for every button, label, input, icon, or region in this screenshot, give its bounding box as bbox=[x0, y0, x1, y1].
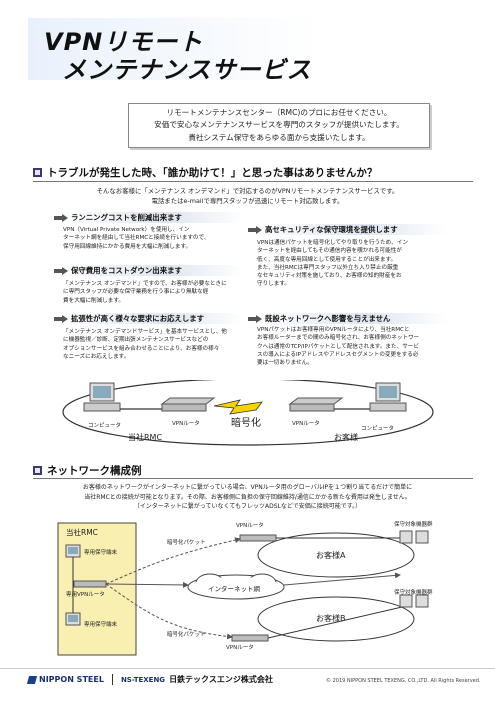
section2-lead: お客様のネットワークがインターネットに繋がっている場合、VPNルータ用のグローバ… bbox=[0, 483, 495, 512]
arrow-icon bbox=[54, 266, 68, 275]
lead-line: そんなお客様に「メンテナンス オンデマンド」で対応するのがVPNリモートメンテナ… bbox=[96, 187, 399, 195]
arrow-icon bbox=[54, 314, 68, 323]
equipment-a-label: 保守対象機器群 bbox=[394, 522, 433, 528]
section-divider bbox=[33, 478, 473, 479]
equipment-b-icon bbox=[399, 594, 429, 608]
packet-bottom-label: 暗号化パケット bbox=[167, 632, 206, 638]
computer-left-icon bbox=[83, 382, 121, 412]
encryption-label: 暗号化 bbox=[231, 418, 261, 429]
customer-a-label: お客様A bbox=[316, 551, 346, 560]
page-title-line2: メンテナンスサービス bbox=[62, 56, 312, 84]
router-b-icon bbox=[231, 634, 269, 642]
lead-line: 当社RMCとの接続が可能となります。その際、お客様側に負担の保守回線維持/通信に… bbox=[84, 493, 411, 501]
section-heading-text: トラブルが発生した時、「誰か助けて！」と思った事はありませんか？ bbox=[47, 167, 378, 179]
section-marker-icon bbox=[33, 168, 42, 177]
card-title-security: 高セキュリティな保守環境を提供します bbox=[248, 224, 448, 235]
vpn-router-rmc-label: 専用VPNルータ bbox=[66, 592, 105, 598]
section-heading-network: ネットワーク構成例 bbox=[33, 463, 142, 478]
computer-right-icon bbox=[369, 382, 407, 412]
title-background bbox=[28, 18, 318, 80]
card-body-extensibility: 「メンテナンス オンデマンドサービス」を基本サービスとし、他 に機器監視／診断、… bbox=[63, 329, 227, 360]
section-marker-icon bbox=[33, 466, 42, 475]
internet-label: インターネット網 bbox=[208, 585, 260, 593]
router-left-icon bbox=[160, 397, 216, 412]
terminal2-icon bbox=[65, 612, 81, 626]
lead-line: （インターネットに繋がっていなくてもフレッツADSLなどで安価に接続可能です。） bbox=[133, 503, 362, 510]
card-title-extensibility: 拡張性が高く様々な要求にお応えします bbox=[54, 313, 244, 324]
vpn-router-rmc-icon bbox=[73, 580, 107, 588]
card-title-existing-network: 既設ネットワークへ影響を与えません bbox=[248, 313, 448, 324]
terminal1-label: 専用保守端末 bbox=[84, 550, 118, 556]
computer-left-label: コンピュータ bbox=[88, 423, 122, 429]
lead-line: 電話またはe-mailで専門スタッフが迅速にリモート対応致します。 bbox=[151, 197, 344, 205]
logo-separator bbox=[111, 674, 113, 685]
intro-line: 安価で安心なメンテナンスサービスを専門のスタッフが提供いたします。 bbox=[154, 120, 404, 130]
terminal1-icon bbox=[65, 544, 81, 558]
internet-cloud-icon bbox=[187, 573, 285, 600]
site-left-label: 当社RMC bbox=[128, 433, 163, 442]
intro-line: 貴社システム保守をあらゆる面から支援いたします。 bbox=[188, 132, 370, 142]
network-ellipse bbox=[62, 380, 434, 446]
company-name: 日鉄テックスエンジ株式会社 bbox=[169, 675, 273, 684]
nippon-steel-mark-icon bbox=[26, 675, 38, 684]
intro-line: リモートメンテナンスセンター（RMC)のプロにお任せください。 bbox=[166, 108, 392, 117]
card-body-cost-down: 「メンテナンス オンデマンド」ですので、お客様が必要なときに に専門スタッフが必… bbox=[63, 281, 227, 304]
rmc-box bbox=[57, 522, 137, 656]
arrow-icon bbox=[248, 314, 262, 323]
copyright: © 2019 NIPPON STEEL TEXENG. CO.,LTD. All… bbox=[326, 678, 481, 684]
equipment-b-label: 保守対象機器群 bbox=[394, 590, 433, 596]
page-title-line1: VPNリモート bbox=[44, 28, 204, 56]
rmc-label: 当社RMC bbox=[66, 528, 98, 537]
customer-b-label: お客様B bbox=[316, 614, 346, 623]
section-divider bbox=[33, 181, 473, 182]
footer-divider bbox=[0, 668, 495, 669]
section1-lead: そんなお客様に「メンテナンス オンデマンド」で対応するのがVPNリモートメンテナ… bbox=[0, 186, 495, 206]
arrow-icon bbox=[54, 213, 68, 222]
encryption-lightning-icon bbox=[213, 399, 263, 415]
card-title-cost-down: 保守費用をコストダウン出来ます bbox=[54, 265, 244, 276]
lead-line: お客様のネットワークがインターネットに繋がっている場合、VPNルータ用のグローバ… bbox=[82, 484, 413, 491]
site-right-label: お客様 bbox=[334, 433, 358, 442]
customer-b-ellipse bbox=[257, 596, 415, 642]
router-left-label: VPNルータ bbox=[172, 421, 200, 427]
customer-a-ellipse bbox=[257, 532, 415, 578]
logo-ns-texeng: NS-TEXENG bbox=[120, 675, 166, 684]
intro-box: リモートメンテナンスセンター（RMC)のプロにお任せください。 安価で安心なメン… bbox=[128, 103, 430, 148]
section-heading-trouble: トラブルが発生した時、「誰か助けて！」と思った事はありませんか？ bbox=[33, 165, 377, 180]
computer-right-label: コンピュータ bbox=[361, 426, 395, 432]
logo-nippon-steel: NIPPON STEEL bbox=[39, 675, 104, 684]
card-title-running-cost: ランニングコストを削減出来ます bbox=[54, 212, 244, 223]
router-b-label: VPNルータ bbox=[226, 645, 254, 651]
terminal2-label: 専用保守端末 bbox=[84, 622, 118, 628]
vpn-diagram bbox=[62, 380, 434, 446]
card-body-existing-network: VPNパケットはお客様専用のVPNルータにより、当社RMCと お客様ルーターまで… bbox=[257, 327, 420, 367]
router-a-label: VPNルータ bbox=[236, 523, 264, 529]
network-diagram bbox=[57, 522, 429, 656]
card-body-running-cost: VPN（Virtual Private Network）を使用し、イン ターネッ… bbox=[63, 227, 210, 250]
packet-top-label: 暗号化パケット bbox=[167, 540, 206, 546]
router-right-label: VPNルータ bbox=[292, 421, 320, 427]
footer-logos: NIPPON STEEL NS-TEXENG 日鉄テックスエンジ株式会社 bbox=[26, 674, 273, 685]
section-heading-text: ネットワーク構成例 bbox=[47, 465, 142, 477]
equipment-a-icon bbox=[399, 530, 429, 544]
card-body-security: VPNは通信パケットを暗号化してやり取りを行うため、イン ターネットを経由しても… bbox=[257, 240, 409, 288]
router-right-icon bbox=[288, 397, 344, 412]
router-a-icon bbox=[239, 534, 277, 542]
arrow-icon bbox=[248, 225, 262, 234]
